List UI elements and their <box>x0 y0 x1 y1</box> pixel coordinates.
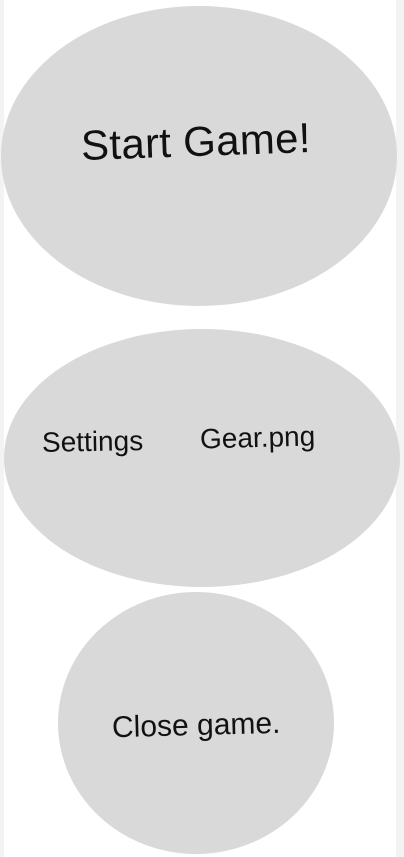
left-edge-strip <box>0 0 4 857</box>
close-game-label: Close game. <box>111 706 281 745</box>
start-game-button[interactable]: Start Game! <box>1 6 397 306</box>
close-game-button[interactable]: Close game. <box>58 592 334 854</box>
gear-icon: Gear.png <box>199 420 316 455</box>
right-edge-strip <box>396 0 404 857</box>
settings-button[interactable]: Settings Gear.png <box>4 329 400 587</box>
settings-label: Settings <box>41 425 144 458</box>
start-game-label: Start Game! <box>80 114 312 169</box>
